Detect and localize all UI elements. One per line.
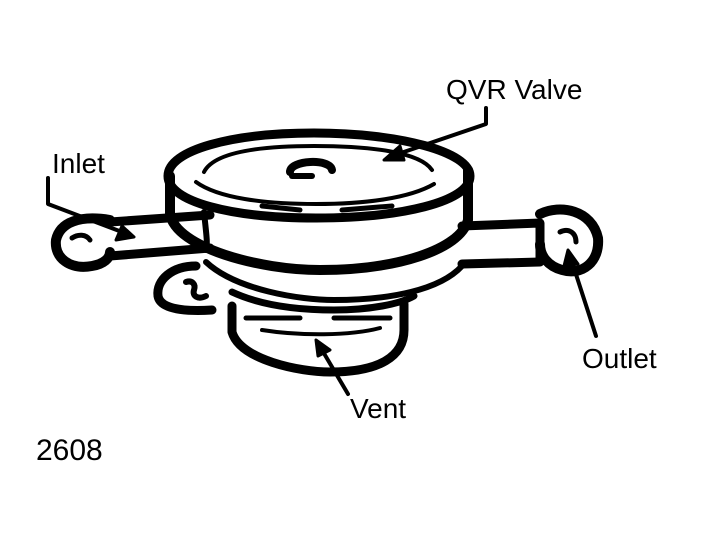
leader-qvr-valve [382,106,488,162]
leader-vent [314,338,350,396]
vent-housing [227,299,409,377]
label-outlet: Outlet [582,343,657,374]
leader-outlet [562,248,598,338]
mounting-bracket [153,261,217,315]
leader-inlet [46,176,136,242]
body-lower-band [203,259,465,314]
outlet-pipe [457,204,604,277]
inlet-pipe [50,210,215,272]
label-vent: Vent [350,393,407,424]
label-qvr-valve: QVR Valve [446,74,583,105]
label-inlet: Inlet [52,148,105,179]
valve-body [163,128,475,275]
figure-number: 2608 [36,434,103,467]
